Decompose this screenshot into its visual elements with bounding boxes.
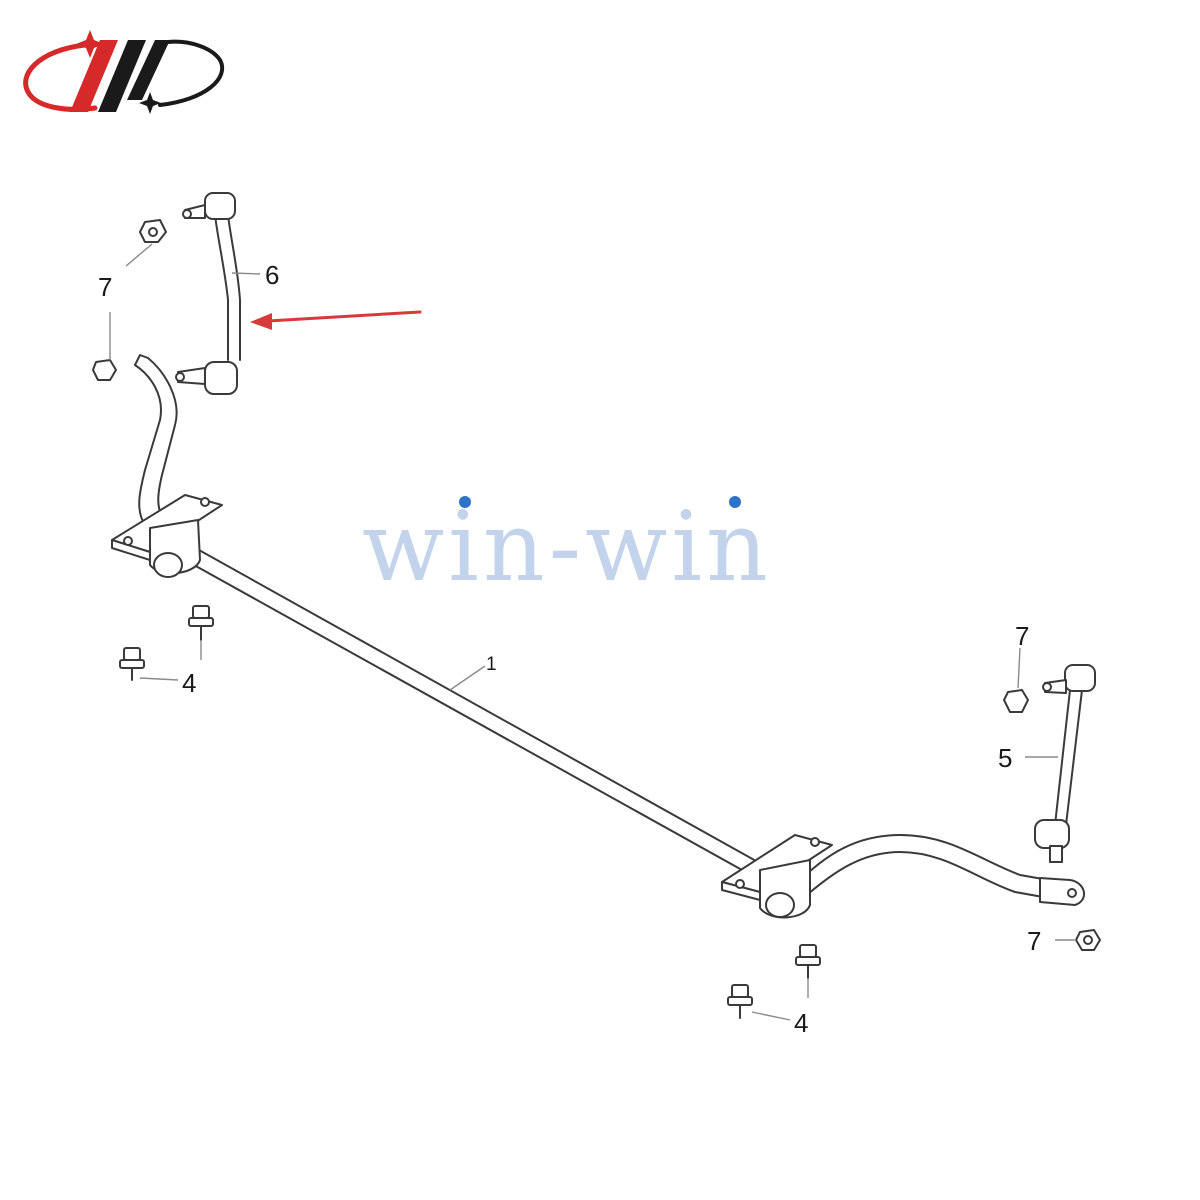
leader-lines <box>109 243 1076 1021</box>
watermark-dot-2 <box>729 496 741 508</box>
callout-nut-right-top: 7 <box>1015 621 1029 651</box>
nut-right-bottom <box>1075 929 1101 951</box>
callout-link-right: 5 <box>998 743 1012 773</box>
stabilizer-bar <box>134 354 1085 906</box>
stabilizer-link-left <box>175 192 241 395</box>
nut-top-left <box>139 219 167 243</box>
bolt-left-1 <box>188 605 214 641</box>
bolt-left-2 <box>119 647 145 681</box>
callout-link-left: 6 <box>265 260 279 290</box>
brand-logo <box>23 30 224 114</box>
highlight-arrow <box>250 310 422 330</box>
callout-stabilizer-bar: 1 <box>486 654 497 675</box>
stabilizer-link-right <box>1034 664 1096 863</box>
watermark: win-win <box>362 491 772 603</box>
callout-nut-right-bottom: 7 <box>1027 926 1041 956</box>
watermark-dot-1 <box>459 496 471 508</box>
nut-right-top <box>1003 689 1029 713</box>
watermark-text: win-win <box>362 491 772 603</box>
nut-mid-left <box>92 359 117 381</box>
bolt-right-1 <box>795 944 821 979</box>
callout-bolt-right: 4 <box>794 1008 808 1038</box>
left-bushing-bracket <box>111 494 223 578</box>
callout-nut-top-left: 7 <box>98 272 112 302</box>
right-bushing-bracket <box>721 834 833 919</box>
callout-bolt-left: 4 <box>182 668 196 698</box>
bolt-right-2 <box>727 984 753 1019</box>
